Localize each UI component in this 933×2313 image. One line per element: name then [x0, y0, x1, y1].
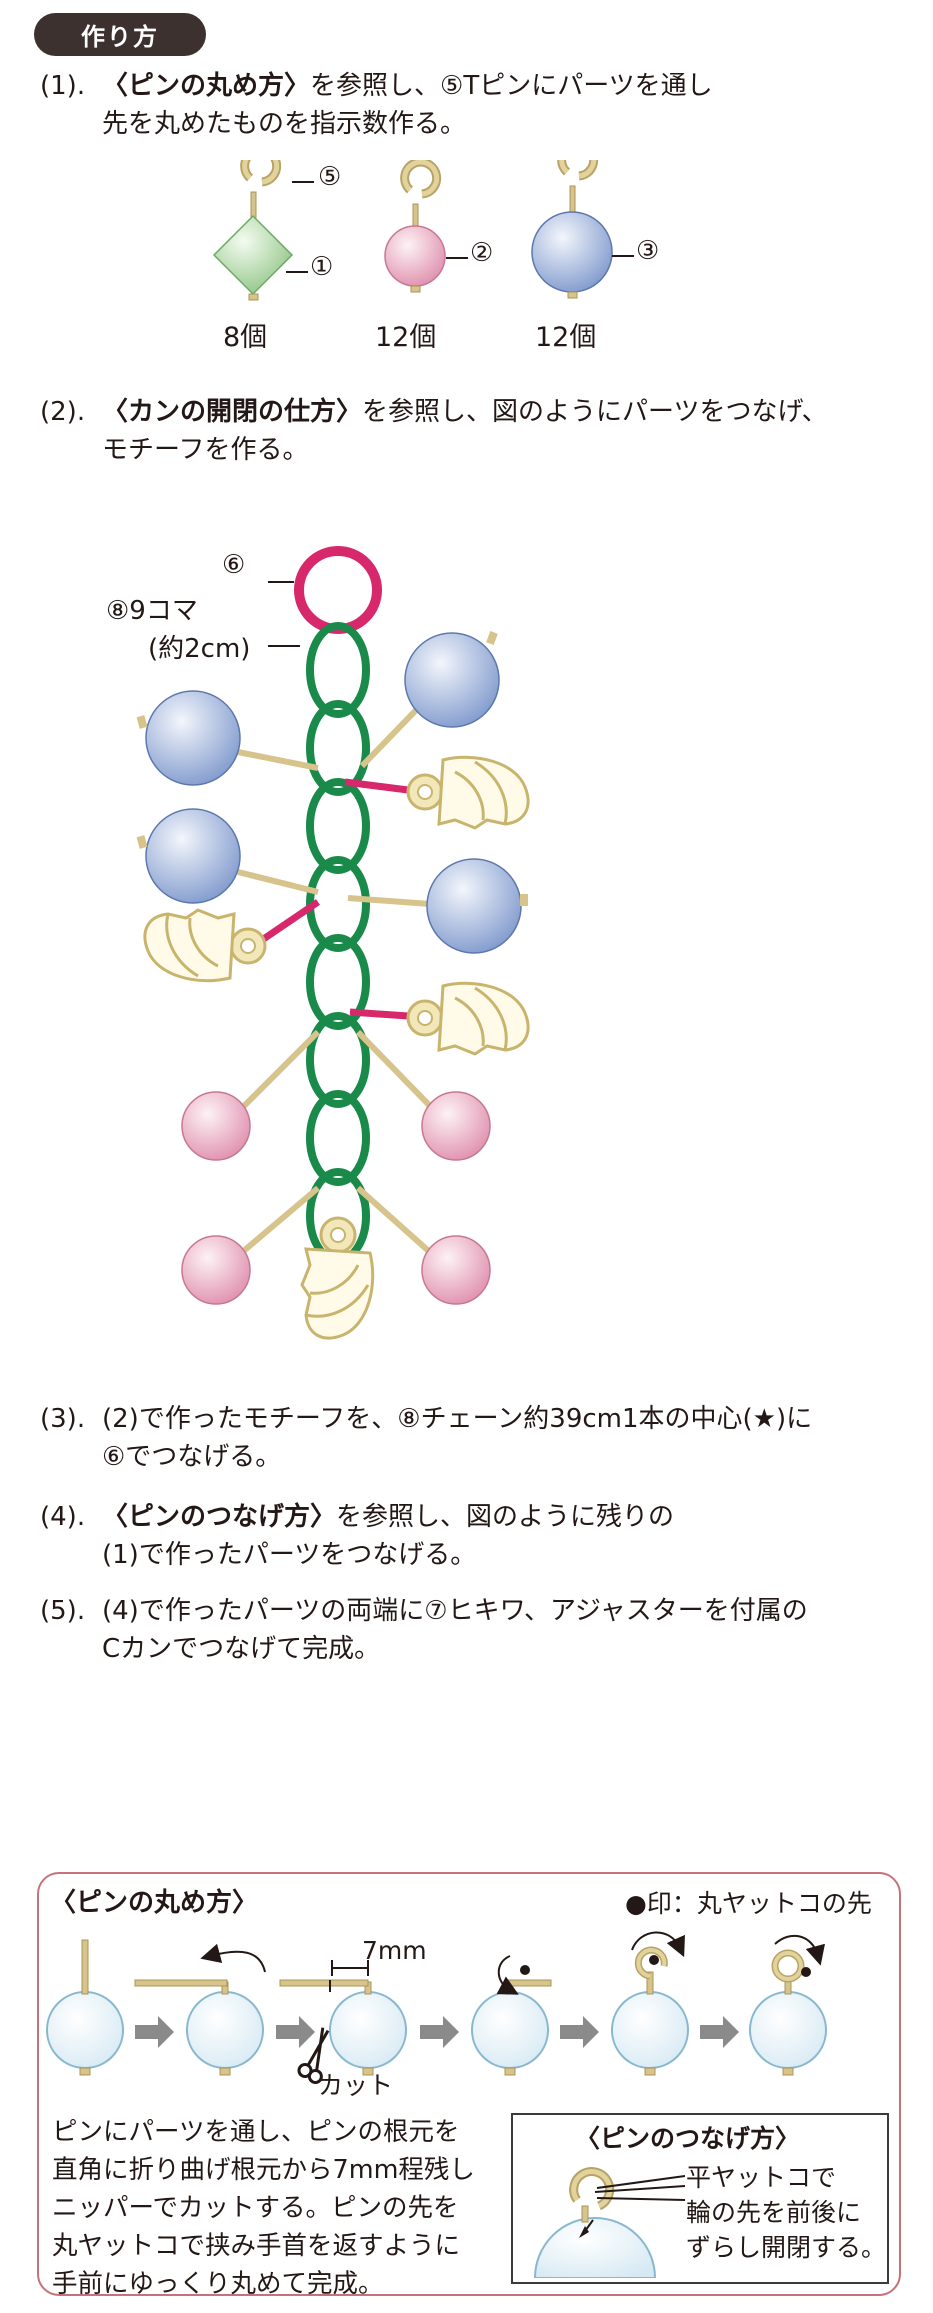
motif-chain-label: ⑧9コマ [106, 596, 198, 626]
pin-method-legend: ●印：丸ヤットコの先 [625, 1889, 872, 1918]
desc-line: 丸ヤットコで挟み手首を返すように [52, 2231, 461, 2261]
step-number: (1). [40, 71, 86, 101]
step-ref: 〈カンの開閉の仕方〉 [102, 397, 363, 427]
step-2: (2). 〈カンの開閉の仕方〉を参照し、図のようにパーツをつなげ、 モチーフを作る… [40, 393, 920, 469]
measure-label: 7mm [362, 1936, 427, 1965]
pin-connect-box [511, 2113, 889, 2284]
step-number: (3). [40, 1404, 86, 1434]
step-text: (2)で作ったモチーフを、⑧チェーン約39cm1本の中心(★)に [102, 1404, 813, 1434]
bottom-flower [300, 1216, 375, 1340]
marker-1: ① [310, 252, 334, 282]
section-title: 作り方 [34, 13, 206, 56]
step-text-line2: ⑥でつなげる。 [102, 1442, 282, 1472]
step-text-line2: Cカンでつなげて完成。 [102, 1634, 381, 1664]
desc-line: 直角に折り曲げ根元から7mm程残し [52, 2155, 475, 2185]
pin-connect-title: 〈ピンのつなげ方〉 [575, 2124, 801, 2153]
pink-beads [181, 1029, 491, 1305]
pin-method-box [37, 1872, 901, 2296]
step-ref: 〈ピンのつなげ方〉 [102, 1502, 337, 1532]
marker-2: ② [470, 238, 494, 268]
step-text-line2: モチーフを作る。 [102, 435, 309, 465]
step-text: (4)で作ったパーツの両端に⑦ヒキワ、アジャスターを付属の [102, 1596, 808, 1626]
step-4: (4). 〈ピンのつなげ方〉を参照し、図のように残りの (1)で作ったパーツをつな… [40, 1498, 920, 1574]
blue-beads [136, 630, 528, 954]
marker-pin: ⑤ [318, 162, 342, 192]
step-number: (5). [40, 1596, 86, 1626]
pin-connect-desc: 平ヤットコで 輪の先を前後に ずらし開閉する。 [686, 2160, 886, 2265]
step-3: (3). (2)で作ったモチーフを、⑧チェーン約39cm1本の中心(★)に ⑥でつ… [40, 1400, 920, 1476]
desc-line: 平ヤットコで [686, 2163, 837, 2192]
part-pink [384, 160, 468, 293]
step-text: を参照し、図のように残りの [336, 1502, 675, 1532]
desc-line: ニッパーでカットする。ピンの先を [52, 2193, 459, 2223]
flowers [143, 755, 530, 1056]
jump-ring [294, 546, 382, 634]
step-number: (4). [40, 1502, 86, 1532]
pin-method-title: 〈ピンの丸め方〉 [50, 1888, 259, 1918]
count-2: 12個 [375, 322, 437, 353]
pin-method-desc: ピンにパーツを通し、ピンの根元を 直角に折り曲げ根元から7mm程残し ニッパーで… [52, 2113, 475, 2303]
part-diamond [212, 160, 314, 301]
step-5: (5). (4)で作ったパーツの両端に⑦ヒキワ、アジャスターを付属の Cカンでつな… [40, 1592, 920, 1668]
motif-chain-length: (約2cm) [148, 634, 251, 664]
parts-illustration [212, 160, 634, 301]
desc-line: ずらし開閉する。 [686, 2233, 887, 2262]
cut-label: カット [318, 2071, 394, 2100]
desc-line: 輪の先を前後に [686, 2198, 862, 2227]
step-ref: 〈ピンの丸め方〉 [102, 71, 311, 101]
part-blue [531, 160, 634, 299]
motif-illustration [136, 546, 530, 1340]
desc-line: 手前にゆっくり丸めて完成。 [52, 2269, 384, 2299]
desc-line: ピンにパーツを通し、ピンの根元を [52, 2117, 460, 2147]
step-text-line2: 先を丸めたものを指示数作る。 [102, 109, 467, 139]
step-number: (2). [40, 397, 86, 427]
step-text: を参照し、図のようにパーツをつなげ、 [362, 397, 828, 427]
marker-3: ③ [636, 236, 660, 266]
step-text: を参照し、⑤Tピンにパーツを通し [310, 71, 713, 101]
step-text-line2: (1)で作ったパーツをつなげる。 [102, 1540, 477, 1570]
motif-ring-label: ⑥ [222, 550, 246, 580]
count-1: 8個 [223, 322, 268, 353]
pin-connect-diagram [533, 2167, 685, 2278]
chain [306, 622, 370, 1264]
count-3: 12個 [535, 322, 597, 353]
step-1: (1). 〈ピンの丸め方〉を参照し、⑤Tピンにパーツを通し 先を丸めたものを指示数… [40, 67, 920, 143]
pin-method-diagram [46, 1931, 827, 2085]
